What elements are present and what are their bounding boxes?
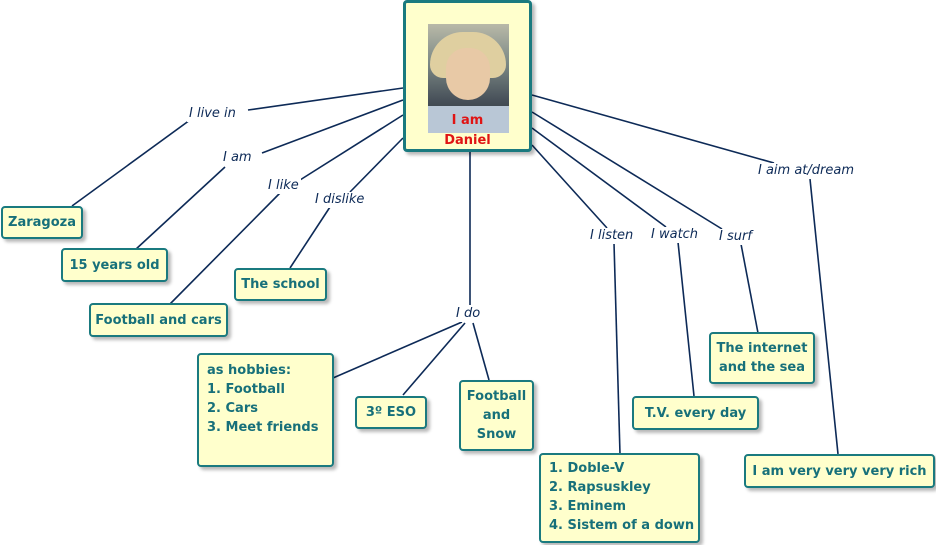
node-eso[interactable]: 3º ESO	[355, 396, 427, 429]
node-football-cars[interactable]: Football and cars	[89, 303, 228, 337]
node-hobbies-heading: as hobbies:	[207, 363, 292, 378]
link-surf-lower	[740, 243, 759, 334]
node-dream[interactable]: I am very very very rich	[744, 454, 935, 488]
node-dream-text: I am very very very rich	[752, 463, 927, 479]
node-age[interactable]: 15 years old	[61, 248, 168, 282]
profile-photo	[428, 24, 509, 133]
photo-face-shape	[446, 48, 490, 100]
link-label-dislike: I dislike	[313, 192, 367, 208]
node-school-text: The school	[241, 277, 320, 292]
node-internet-sea-line: and the sea	[719, 360, 805, 375]
link-listen-upper	[531, 144, 608, 229]
link-label-watch: I watch	[649, 227, 701, 243]
link-surf-upper	[531, 111, 723, 230]
link-watch-upper	[531, 127, 667, 228]
node-hobbies[interactable]: as hobbies: 1. Football 2. Cars 3. Meet …	[197, 353, 334, 467]
link-dislike-upper	[349, 137, 404, 193]
link-label-live-in: I live in	[187, 106, 238, 122]
central-node-title-line1: I am	[451, 113, 484, 128]
node-football-snow[interactable]: Football and Snow	[459, 380, 534, 451]
central-node-title: I am Daniel	[406, 111, 529, 151]
link-dislike-lower	[289, 206, 331, 269]
node-zaragoza[interactable]: Zaragoza	[1, 206, 83, 239]
node-football-snow-line: and	[482, 408, 511, 423]
node-hobbies-item: 1. Football	[207, 382, 285, 397]
link-label-aim: I aim at/dream	[756, 163, 857, 179]
link-like-upper	[299, 114, 404, 181]
node-football-snow-line: Snow	[476, 427, 517, 442]
link-label-do: I do	[454, 306, 483, 322]
central-node-title-line2: Daniel	[444, 133, 491, 148]
link-do-snow	[472, 322, 490, 381]
link-live-in-upper	[247, 87, 404, 111]
link-aim-lower	[809, 178, 839, 455]
link-am-upper	[261, 99, 404, 154]
node-hobbies-item: 3. Meet friends	[207, 420, 319, 435]
node-age-text: 15 years old	[69, 257, 160, 273]
link-live-in-lower	[71, 119, 191, 207]
link-do-eso	[402, 322, 466, 396]
link-am-lower	[134, 166, 226, 251]
photo-shirt-shape	[428, 106, 509, 133]
link-label-like: I like	[266, 178, 301, 194]
node-music-item: 3. Eminem	[549, 499, 627, 514]
node-music-item: 1. Doble-V	[549, 461, 625, 476]
node-music[interactable]: 1. Doble-V 2. Rapsuskley 3. Eminem 4. Si…	[539, 453, 700, 543]
node-music-item: 2. Rapsuskley	[549, 480, 651, 495]
node-tv[interactable]: T.V. every day	[632, 396, 759, 430]
node-football-snow-line: Football	[466, 389, 527, 404]
node-football-cars-text: Football and cars	[95, 312, 222, 328]
node-internet-sea-line: The internet	[716, 341, 808, 356]
link-do-hobbies	[332, 321, 463, 379]
node-hobbies-item: 2. Cars	[207, 401, 258, 416]
link-like-lower	[169, 192, 281, 305]
link-label-surf: I surf	[717, 229, 754, 245]
node-internet-sea[interactable]: The internet and the sea	[709, 332, 815, 384]
node-music-item: 4. Sistem of a down	[549, 518, 695, 533]
link-aim-upper	[531, 94, 775, 164]
link-watch-lower	[677, 241, 695, 397]
node-tv-text: T.V. every day	[644, 405, 747, 421]
link-label-am: I am	[221, 150, 254, 166]
link-label-listen: I listen	[588, 228, 636, 244]
node-eso-text: 3º ESO	[365, 405, 417, 420]
node-school[interactable]: The school	[234, 268, 327, 301]
link-listen-lower	[613, 242, 621, 455]
central-node[interactable]: I am Daniel	[403, 0, 532, 152]
node-zaragoza-text: Zaragoza	[8, 215, 76, 230]
